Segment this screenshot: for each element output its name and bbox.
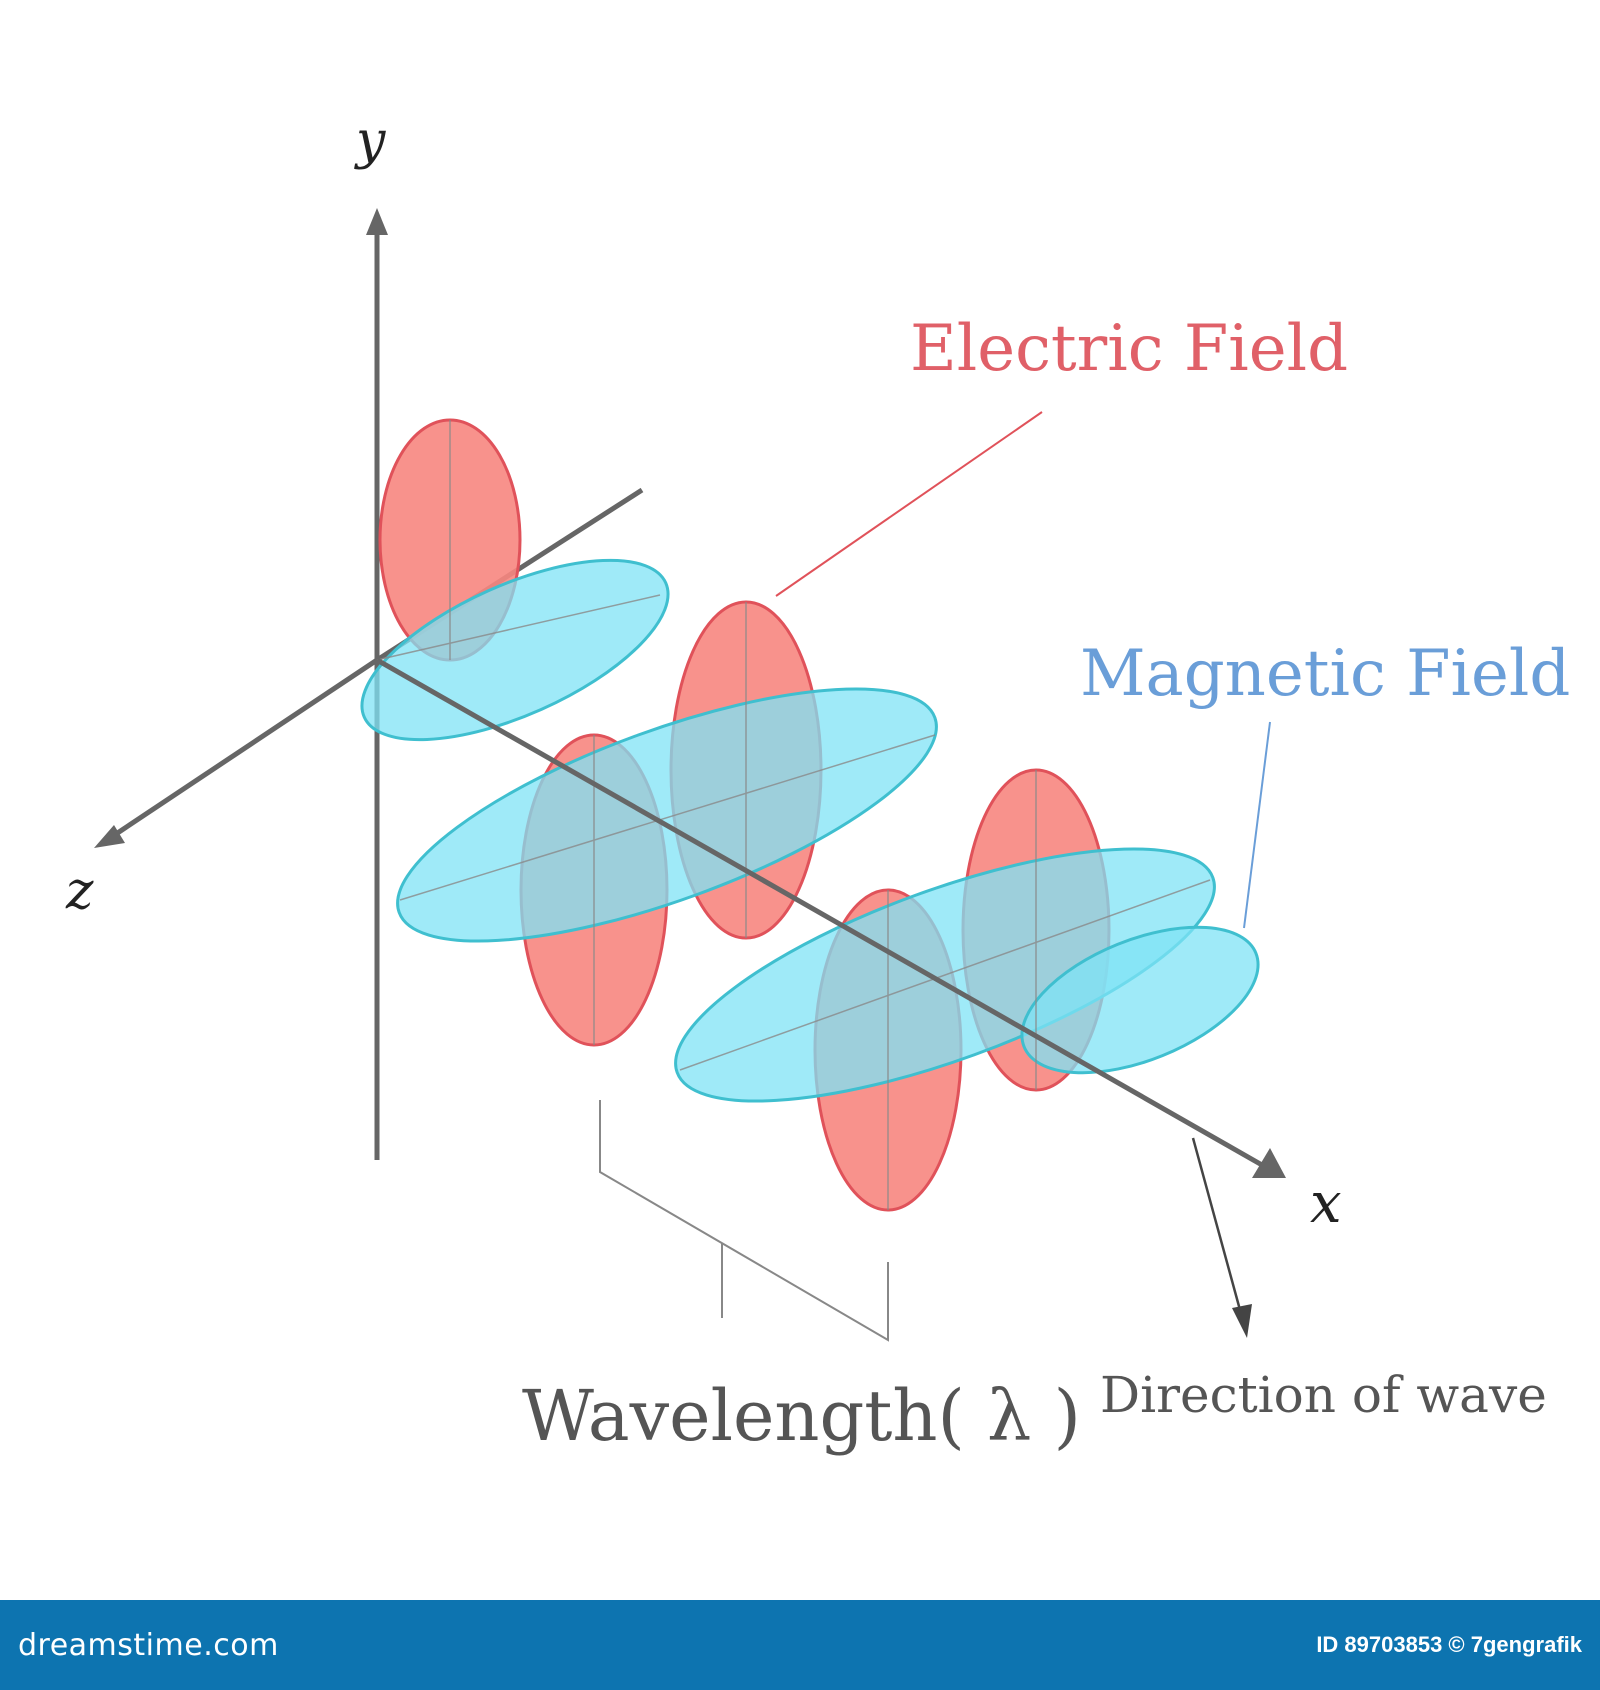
z-axis-label: z: [65, 861, 94, 921]
magnetic-field-lobes: [360, 558, 1260, 1103]
electric-field-label: Electric Field: [910, 312, 1348, 386]
direction-arrow: [1191, 1137, 1252, 1338]
x-axis-label: x: [1310, 1171, 1342, 1236]
wave-diagram: y z x Electric Field Magnetic Field Wave…: [65, 111, 1570, 1457]
lobe-guides: [376, 420, 1211, 1210]
site-logo[interactable]: dreamstime.com: [18, 1627, 279, 1663]
magnetic-lobe-2: [396, 687, 938, 943]
z-axis-arrow: [94, 825, 125, 848]
electric-field-leader: [775, 411, 1043, 597]
y-axis-arrow: [366, 208, 388, 235]
z-axis: [108, 657, 379, 841]
y-axis-label: y: [354, 111, 386, 171]
image-credit: ID 89703853 © 7gengrafik: [1316, 1632, 1582, 1657]
magnetic-field-label: Magnetic Field: [1080, 637, 1570, 711]
magnetic-lobe-4: [1020, 925, 1260, 1075]
direction-label: Direction of wave: [1100, 1366, 1547, 1424]
x-axis: [375, 657, 1264, 1168]
x-axis-group: [375, 657, 1286, 1178]
magnetic-field-leader: [1243, 721, 1271, 929]
wavelength-label: Wavelength( λ ): [522, 1375, 1081, 1457]
footer-bar: dreamstime.com ID 89703853 © 7gengrafik: [0, 1600, 1600, 1690]
x-axis-arrow: [1252, 1148, 1286, 1178]
wavelength-bracket: [599, 1100, 889, 1342]
